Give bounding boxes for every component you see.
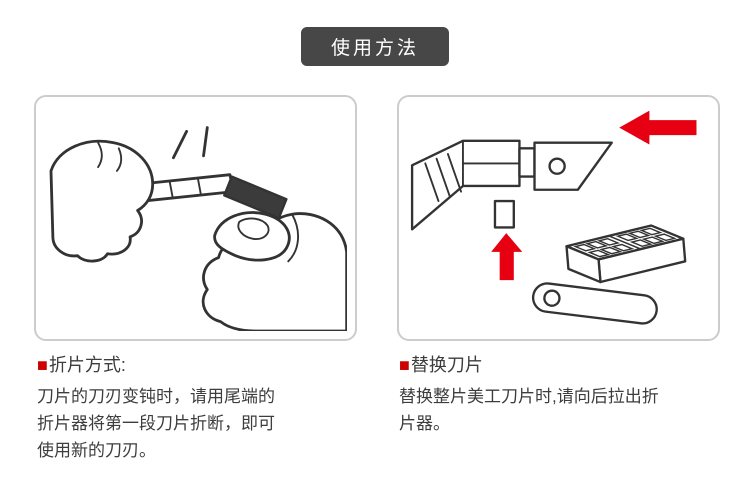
thumbnail xyxy=(236,217,269,240)
thumb xyxy=(212,211,291,262)
snap-motion-lines-icon xyxy=(171,126,209,160)
heading-bullet: ■ xyxy=(399,355,410,375)
snap-tool-socket xyxy=(493,199,515,229)
section-body: 替换整片美工刀片时,请向后拉出折片器。 xyxy=(399,387,659,433)
arrow-left-icon xyxy=(618,110,696,145)
arrow-up-icon xyxy=(490,233,522,281)
panel-blade-snap xyxy=(34,95,357,341)
blade-hole xyxy=(547,157,566,175)
section-heading-text: 替换刀片 xyxy=(410,355,483,375)
hand-right xyxy=(201,211,347,331)
knife-body xyxy=(410,139,521,231)
section-heading: ■替换刀片 xyxy=(399,351,671,377)
cap-hole xyxy=(542,289,561,307)
section-heading-text: 折片方式: xyxy=(48,355,126,375)
caption-blade-snap: ■折片方式: 刀片的刀刃变钝时，请用尾端的折片器将第一段刀片折断，即可使用新的刀… xyxy=(37,351,287,464)
blade-snap-illustration xyxy=(49,126,347,331)
section-heading: ■折片方式: xyxy=(37,351,287,377)
section-body: 刀片的刀刃变钝时，请用尾端的折片器将第一段刀片折断，即可使用新的刀刃。 xyxy=(37,387,275,460)
blade-score-line xyxy=(196,177,202,195)
panel-blade-replace xyxy=(397,95,720,341)
snap-off-cap xyxy=(531,282,658,325)
caption-blade-replace: ■替换刀片 替换整片美工刀片时,请向后拉出折片器。 xyxy=(399,351,671,437)
blade-replace-illustration xyxy=(410,110,710,325)
hand-left xyxy=(49,139,154,263)
blade-cartridge xyxy=(566,226,685,284)
blade-clamp xyxy=(517,147,536,178)
usage-title-badge: 使用方法 xyxy=(300,27,450,66)
heading-bullet: ■ xyxy=(37,355,48,375)
blade xyxy=(532,141,613,191)
blade-score-line xyxy=(168,180,173,198)
